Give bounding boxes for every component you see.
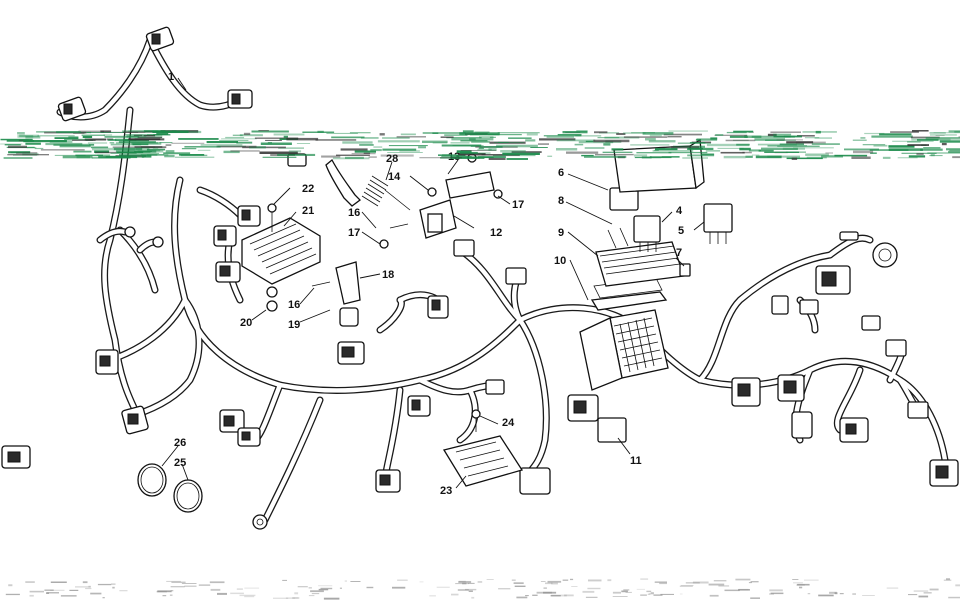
connector-21 [815, 265, 851, 295]
connector-24 [839, 417, 869, 443]
control-module [442, 409, 524, 487]
connector-top-small [287, 153, 307, 167]
connector-11 [407, 395, 431, 417]
leader-lines [161, 77, 705, 489]
callout-18: 18 [382, 269, 394, 281]
callout-11: 11 [630, 455, 642, 467]
connector-left-edge [1, 445, 31, 469]
callout-13: 13 [448, 151, 460, 163]
connector-top-1 [145, 26, 175, 52]
connector-27 [907, 401, 929, 419]
callouts: 1 28 13 14 17 22 21 16 17 12 18 16 19 20… [168, 71, 684, 497]
callout-14: 14 [388, 171, 401, 183]
connector-left-2 [121, 405, 149, 435]
callout-16-top: 16 [348, 207, 360, 219]
connector-16 [567, 394, 599, 422]
callout-6: 6 [558, 167, 564, 179]
bracket-assembly [311, 153, 503, 305]
connector-14 [505, 267, 527, 285]
voltage-regulator [241, 203, 321, 312]
callout-20: 20 [240, 317, 252, 329]
callout-26: 26 [174, 437, 186, 449]
connector-top-2 [227, 89, 253, 109]
callout-28: 28 [386, 153, 398, 165]
connector-25 [861, 315, 881, 331]
connector-12 [375, 469, 401, 493]
connector-15 [453, 239, 475, 257]
callout-1: 1 [168, 71, 174, 83]
connector-23 [799, 299, 819, 315]
connector-8 [337, 341, 365, 365]
connector-10 [427, 295, 449, 319]
callout-24: 24 [502, 417, 515, 429]
callout-10: 10 [554, 255, 566, 267]
connector-4 [237, 205, 261, 227]
callout-7: 7 [676, 247, 682, 259]
callout-21: 21 [302, 205, 314, 217]
callout-12: 12 [490, 227, 502, 239]
connectors [1, 26, 959, 495]
callout-8: 8 [558, 195, 564, 207]
connector-9 [339, 307, 359, 327]
connector-6 [219, 409, 245, 433]
callout-22: 22 [302, 183, 314, 195]
connector-top-3 [57, 96, 87, 122]
callout-25: 25 [174, 457, 186, 469]
connector-19 [777, 374, 805, 402]
callout-23: 23 [440, 485, 452, 497]
connector-22 [771, 295, 789, 315]
callout-4: 4 [676, 205, 683, 217]
fuse-grid [613, 317, 663, 373]
snap-rings [137, 463, 203, 513]
connector-13 [485, 379, 505, 395]
connector-20 [791, 411, 813, 439]
connector-18 [731, 377, 761, 407]
callout-19: 19 [288, 319, 300, 331]
connector-17 [519, 467, 551, 495]
callout-5: 5 [678, 225, 684, 237]
bulb-socket [872, 242, 898, 268]
connector-5 [215, 261, 241, 283]
callout-17-mid: 17 [348, 227, 360, 239]
ring-terminals [96, 226, 268, 530]
connector-left-1 [95, 349, 119, 375]
connector-26 [885, 339, 907, 357]
callout-9: 9 [558, 227, 564, 239]
callout-16-bottom: 16 [288, 299, 300, 311]
connector-7 [237, 427, 261, 447]
connector-28 [929, 459, 959, 487]
terminal-end [839, 231, 859, 241]
callout-17-top: 17 [512, 199, 524, 211]
connector-3 [213, 225, 237, 247]
fuse-box [579, 138, 733, 443]
